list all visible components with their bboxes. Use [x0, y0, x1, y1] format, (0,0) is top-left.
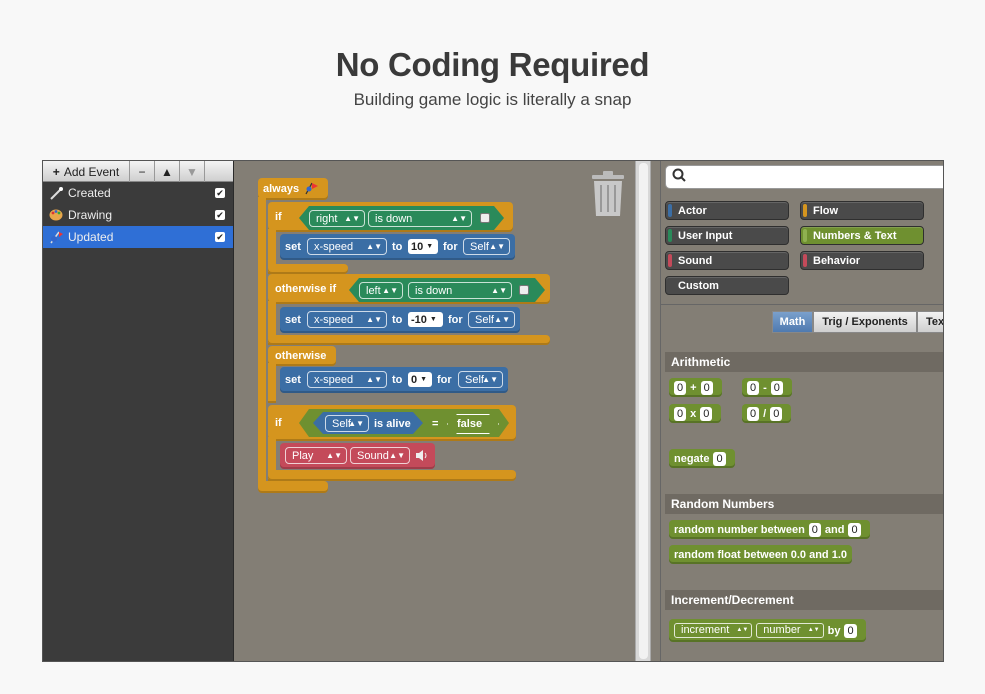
- wand-icon: [48, 185, 64, 201]
- key-select-left[interactable]: left▲▼: [359, 282, 403, 299]
- set-block[interactable]: set x-speed▲▼ to 0▼ for Self▲▼: [280, 367, 508, 393]
- tab-trig-exponents[interactable]: Trig / Exponents: [813, 311, 917, 333]
- attribute-select[interactable]: x-speed▲▼: [307, 238, 387, 255]
- event-item-created[interactable]: Created ✔: [43, 182, 233, 204]
- actor-select[interactable]: Self▲▼: [325, 415, 369, 432]
- sound-select[interactable]: Sound▲▼: [350, 447, 410, 464]
- always-foot: [258, 481, 328, 493]
- search-icon: [672, 168, 686, 185]
- target-select[interactable]: Self▲▼: [468, 311, 515, 328]
- palette-search-input[interactable]: [665, 165, 943, 189]
- increment-block[interactable]: incrementnumberby0: [669, 619, 866, 642]
- arrow-up-icon: ▲: [161, 164, 173, 179]
- enabled-checkbox[interactable]: ✔: [215, 232, 225, 242]
- key-picker-button[interactable]: [480, 213, 490, 223]
- if-foot: [268, 264, 348, 274]
- play-sound-block[interactable]: Play▲▼ Sound▲▼: [280, 443, 435, 469]
- attribute-select[interactable]: x-speed▲▼: [307, 311, 387, 328]
- tab-math[interactable]: Math: [772, 311, 813, 333]
- enabled-checkbox[interactable]: ✔: [215, 210, 225, 220]
- if-spine: [268, 229, 276, 274]
- tab-text[interactable]: Tex: [917, 311, 943, 333]
- event-item-drawing[interactable]: Drawing ✔: [43, 204, 233, 226]
- scroll-thumb[interactable]: [639, 163, 648, 659]
- trash-icon[interactable]: [589, 171, 627, 217]
- otherwise-if-foot: [268, 335, 550, 345]
- key-state-select[interactable]: is down▲▼: [408, 282, 512, 299]
- speaker-icon: [415, 449, 429, 465]
- if2-spine: [268, 437, 276, 481]
- value-field[interactable]: -10▼: [408, 312, 443, 327]
- events-panel: + Add Event − ▲ ▼ Created ✔ Drawing ✔ Up…: [43, 161, 234, 661]
- add-block[interactable]: 0+0: [669, 378, 722, 397]
- event-item-label: Updated: [68, 230, 114, 244]
- divide-block[interactable]: 0/0: [742, 404, 792, 423]
- flag-icon: [303, 181, 319, 198]
- code-canvas[interactable]: always if right▲▼ is down▲▼ set x-speed▲…: [235, 161, 635, 661]
- otherwise-block[interactable]: otherwise: [268, 346, 336, 366]
- boolean-value[interactable]: [447, 414, 499, 434]
- otherwise-if-spine: [268, 301, 276, 345]
- key-picker-button[interactable]: [519, 285, 529, 295]
- plus-icon: +: [52, 164, 60, 179]
- minus-icon: −: [138, 164, 146, 179]
- category-custom[interactable]: Custom: [665, 276, 789, 295]
- attribute-select[interactable]: x-speed▲▼: [307, 371, 387, 388]
- section-increment-decrement: Increment/Decrement: [665, 590, 943, 610]
- hero-title: No Coding Required: [335, 46, 650, 83]
- enabled-checkbox[interactable]: ✔: [215, 188, 225, 198]
- category-sound[interactable]: Sound: [665, 251, 789, 270]
- event-item-label: Created: [68, 186, 111, 200]
- move-down-button[interactable]: ▼: [180, 161, 205, 182]
- palette-divider: [661, 304, 943, 305]
- arrow-down-icon: ▼: [186, 164, 198, 179]
- increment-mode-select[interactable]: increment: [674, 623, 753, 638]
- events-toolbar: + Add Event − ▲ ▼: [43, 161, 233, 182]
- random-float-block[interactable]: random float between 0.0 and 1.0: [669, 545, 852, 564]
- event-item-label: Drawing: [68, 208, 113, 222]
- value-field[interactable]: 10▼: [408, 239, 438, 254]
- increment-target-select[interactable]: number: [756, 623, 824, 638]
- key-state-select[interactable]: is down▲▼: [368, 210, 472, 227]
- always-body: [258, 197, 266, 487]
- move-up-button[interactable]: ▲: [155, 161, 180, 182]
- target-select[interactable]: Self▲▼: [463, 238, 510, 255]
- remove-event-button[interactable]: −: [130, 161, 155, 182]
- event-item-updated[interactable]: Updated ✔: [43, 226, 233, 248]
- hero-subtitle: Building game logic is literally a snap: [353, 90, 632, 109]
- app-window: + Add Event − ▲ ▼ Created ✔ Drawing ✔ Up…: [42, 160, 944, 662]
- otherwise-spine: [268, 363, 276, 403]
- category-flow[interactable]: Flow: [800, 201, 924, 220]
- clock-flag-icon: [48, 229, 64, 245]
- block-palette: Actor Flow User Input Numbers & Text Sou…: [660, 161, 943, 661]
- set-block[interactable]: set x-speed▲▼ to -10▼ for Self▲▼: [280, 307, 520, 333]
- if-label: if: [275, 211, 282, 223]
- add-event-label: Add Event: [63, 164, 120, 179]
- if2-foot: [268, 470, 516, 481]
- add-event-button[interactable]: + Add Event: [43, 161, 130, 182]
- always-block[interactable]: always: [258, 178, 328, 200]
- value-field[interactable]: 0▼: [408, 372, 432, 387]
- category-behavior[interactable]: Behavior: [800, 251, 924, 270]
- category-user-input[interactable]: User Input: [665, 226, 789, 245]
- target-select[interactable]: Self▲▼: [458, 371, 503, 388]
- category-numbers-text[interactable]: Numbers & Text: [800, 226, 924, 245]
- subtract-block[interactable]: 0-0: [742, 378, 792, 397]
- palette-icon: [48, 207, 64, 223]
- play-select[interactable]: Play▲▼: [285, 447, 347, 464]
- section-arithmetic: Arithmetic: [665, 352, 943, 372]
- always-label: always: [263, 183, 300, 195]
- set-block[interactable]: set x-speed▲▼ to 10▼ for Self▲▼: [280, 234, 515, 260]
- key-select-right[interactable]: right▲▼: [309, 210, 365, 227]
- category-actor[interactable]: Actor: [665, 201, 789, 220]
- section-random-numbers: Random Numbers: [665, 494, 943, 514]
- canvas-scrollbar[interactable]: [635, 161, 651, 661]
